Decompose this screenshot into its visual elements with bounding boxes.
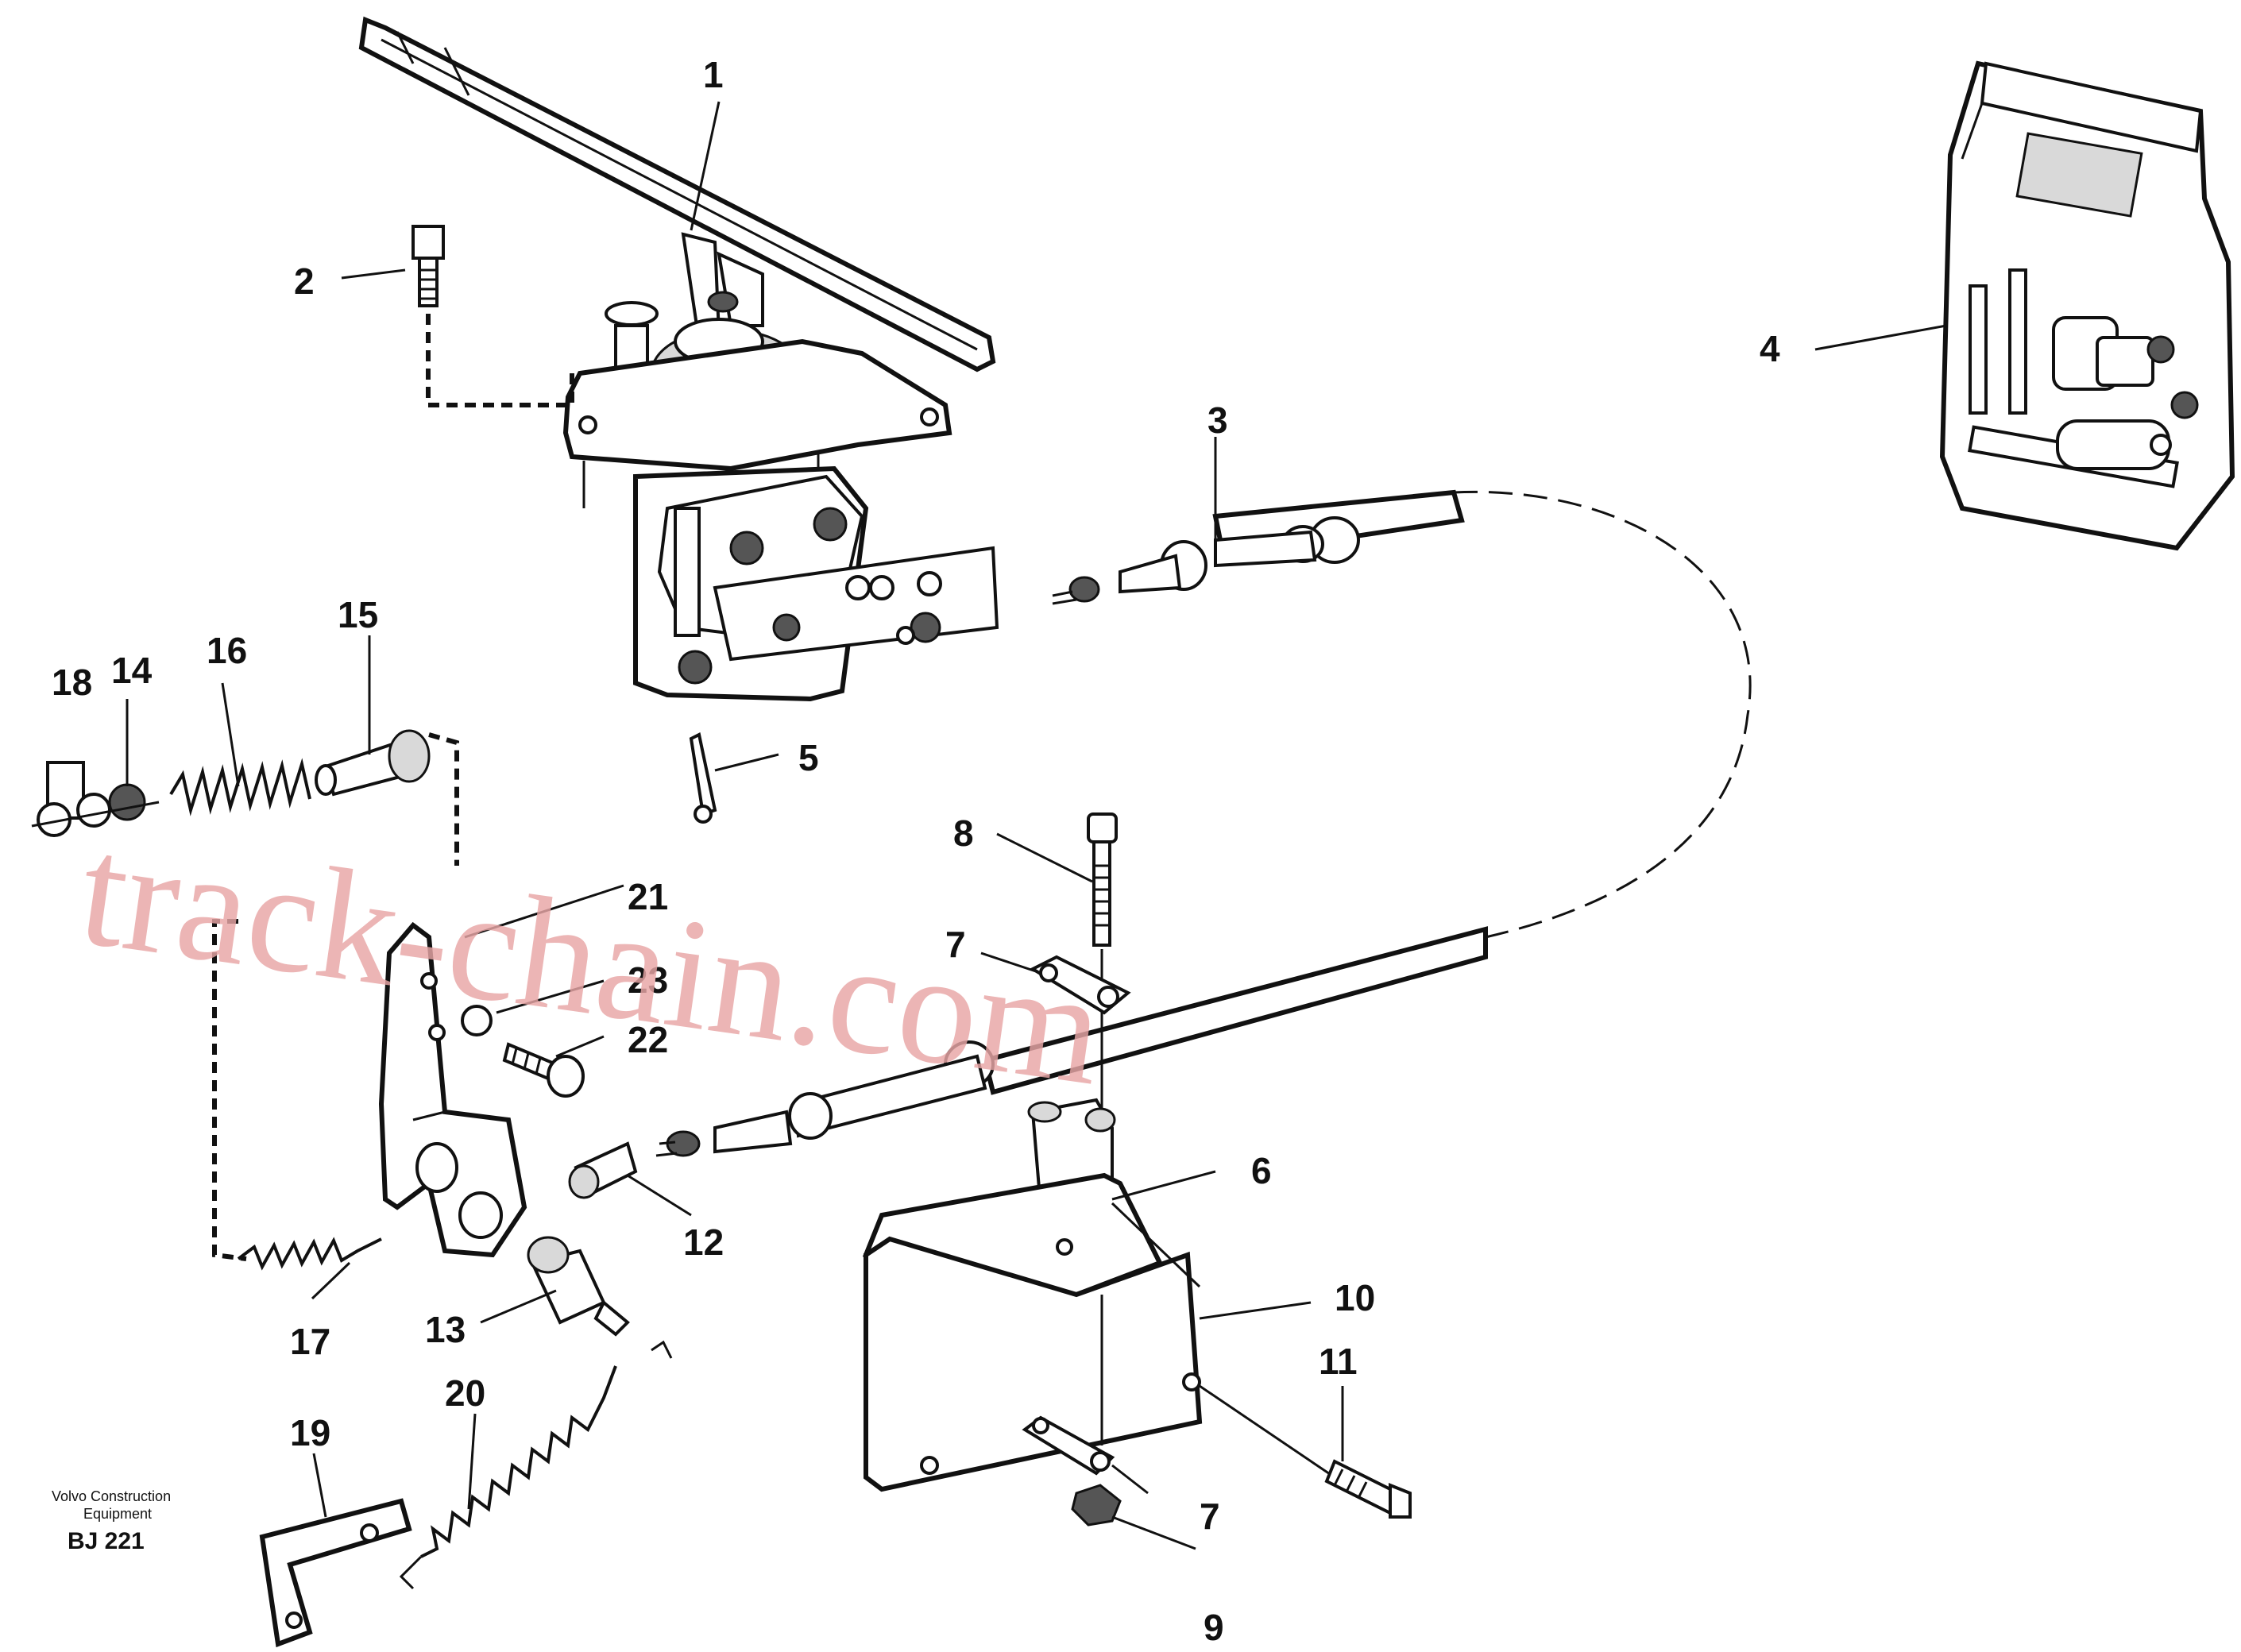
lever-assembly	[31, 729, 673, 1648]
callout-19: 19	[290, 1412, 330, 1453]
callout-2: 2	[294, 261, 315, 302]
brand-line-1: Volvo Construction	[52, 1488, 171, 1504]
repair-kit-bag-part-4	[1939, 60, 2235, 551]
callout-15: 15	[338, 594, 378, 635]
drawing-info-block: Volvo Construction Equipment BJ 221	[52, 1488, 171, 1554]
callout-1: 1	[703, 54, 724, 95]
bolt-part-2	[411, 225, 574, 407]
callout-5: 5	[798, 737, 819, 778]
callout-8: 8	[953, 812, 974, 854]
cotter-pin-part-5	[689, 732, 717, 824]
callout-14: 14	[111, 650, 153, 691]
brand-line-2: Equipment	[83, 1506, 152, 1522]
callout-6: 6	[1251, 1150, 1272, 1191]
leader-lines	[126, 101, 1947, 1550]
callout-17: 17	[290, 1321, 330, 1362]
callout-11: 11	[1319, 1341, 1358, 1382]
callout-21: 21	[628, 876, 668, 917]
throttle-cable-part-3	[655, 489, 1752, 1157]
callout-23: 23	[628, 959, 668, 1001]
mounting-bracket-assembly	[862, 812, 1412, 1527]
callout-10: 10	[1335, 1277, 1375, 1318]
callout-3: 3	[1207, 399, 1228, 441]
callout-22: 22	[628, 1019, 668, 1060]
callout-13: 13	[425, 1309, 466, 1350]
accelerator-pedal-assembly	[358, 16, 999, 702]
callout-numbers: 1 2 3 4 5 6 7 7 8 9 10 11 12 13 14 15 16…	[52, 54, 1780, 1648]
spring-part-16	[169, 758, 311, 816]
callout-4: 4	[1760, 328, 1780, 369]
callout-20: 20	[445, 1372, 485, 1414]
callout-7-lower: 7	[1200, 1496, 1220, 1537]
callout-9: 9	[1204, 1607, 1224, 1648]
callout-12: 12	[683, 1222, 724, 1263]
diagram-code: BJ 221	[68, 1528, 145, 1554]
callout-7-upper: 7	[945, 924, 966, 965]
callout-16: 16	[207, 630, 247, 671]
callout-18: 18	[52, 662, 92, 703]
